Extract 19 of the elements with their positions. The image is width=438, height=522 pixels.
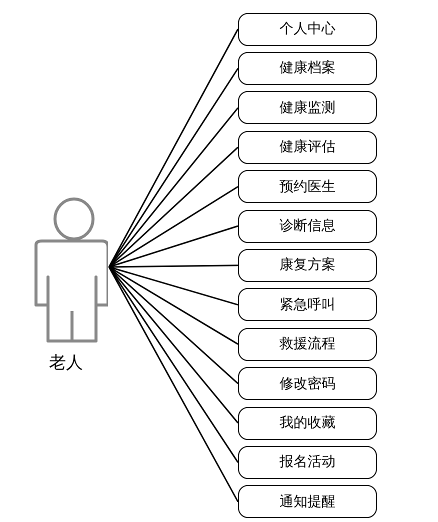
actor-label: 老人 [48,352,84,374]
use-case-box: 诊断信息 [238,210,377,242]
use-case-box: 通知提醒 [238,485,377,518]
connector-line [108,186,238,268]
use-case-box: 健康评估 [238,130,377,164]
use-case-box: 健康监测 [238,91,377,124]
use-case-box: 康复方案 [238,248,377,282]
use-case-box: 救援流程 [238,328,377,361]
use-case-box: 我的收藏 [238,406,377,440]
connector-line [108,225,238,268]
use-case-box: 报名活动 [238,446,377,479]
use-case-box: 紧急呼叫 [238,288,377,322]
use-case-box: 健康档案 [238,52,377,85]
use-case-box: 个人中心 [238,12,377,46]
connector-line [108,264,238,268]
use-case-box: 修改密码 [238,367,377,400]
connector-line [108,266,238,345]
use-case-box: 预约医生 [238,170,377,204]
connector-line [108,266,238,306]
